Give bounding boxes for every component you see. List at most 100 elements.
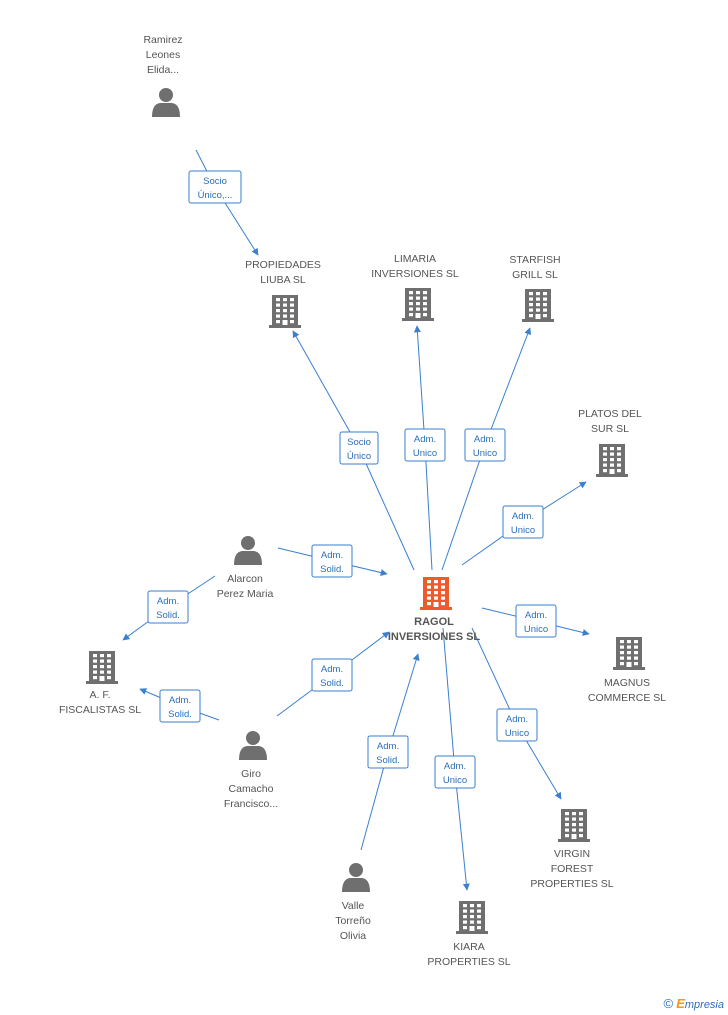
company-node[interactable]: PROPIEDADES LIUBA SL (245, 259, 321, 328)
edge-label-box (367, 735, 409, 769)
person-node[interactable]: GiroCamachoFrancisco... (224, 731, 278, 810)
center-label-line1: RAGOL (414, 616, 454, 628)
edge-label-text: Solid. (156, 610, 180, 621)
edge-label-text: Adm. (377, 741, 399, 752)
building-icon (613, 637, 645, 670)
relation-edge[interactable]: Adm. Unico (461, 481, 587, 566)
building-icon (456, 901, 488, 934)
relation-edge[interactable]: Adm. Unico (471, 627, 562, 800)
relation-edge[interactable]: Adm. Unico (441, 327, 532, 571)
relation-edge[interactable]: SocioÚnico,... (188, 149, 259, 256)
edge-label-text: Adm. (414, 434, 436, 445)
relation-edge[interactable]: Adm. Unico (404, 325, 446, 571)
brand-logo-letter: E (676, 996, 685, 1011)
node-label: Elida... (147, 64, 179, 76)
node-label: SUR SL (591, 423, 629, 435)
center-label-line2: INVERSIONES SL (388, 631, 481, 643)
node-label: PLATOS DEL (578, 408, 642, 420)
relation-edge[interactable]: Adm.Solid. (360, 653, 420, 851)
edge-label-text: Socio (347, 437, 371, 448)
copyright-icon: © (663, 996, 674, 1011)
node-label: FOREST (551, 863, 594, 875)
edge-label-text: Único,... (198, 190, 233, 201)
edge-label-box (515, 604, 557, 638)
edge-label-text: Solid. (320, 564, 344, 575)
building-icon (420, 577, 452, 610)
edge-label-text: Adm. (525, 610, 547, 621)
edge-label-box (502, 505, 544, 539)
edge-label-box (147, 590, 189, 624)
relation-edge[interactable]: Adm. Solid. (139, 688, 220, 723)
edge-label-box (339, 431, 379, 465)
edge-label-box (496, 708, 538, 742)
edge-label-text: Unico (505, 728, 529, 739)
edge-label-box (464, 428, 506, 462)
node-label: GRILL SL (512, 269, 558, 281)
edge-label-text: Único (347, 451, 371, 462)
edge-label-text: Solid. (168, 709, 192, 720)
company-node[interactable]: PLATOS DEL SUR SL (578, 408, 642, 477)
person-node[interactable]: RamirezLeonesElida... (143, 34, 183, 117)
node-label: PROPIEDADES (245, 259, 321, 271)
relation-edge[interactable]: Adm. Unico (434, 627, 476, 891)
node-label: Torreño (335, 915, 371, 927)
edge-label-text: Adm. (512, 511, 534, 522)
person-icon (152, 88, 180, 117)
edge-label-text: Adm. (157, 596, 179, 607)
relation-edge[interactable]: Adm.Unico (481, 604, 590, 638)
edge-label-text: Solid. (320, 678, 344, 689)
edge-label-box (311, 658, 353, 692)
edge-label-box (434, 755, 476, 789)
node-label: Giro (241, 768, 261, 780)
person-icon (342, 863, 370, 892)
edge-label-text: Adm. (321, 550, 343, 561)
building-icon (402, 288, 434, 321)
node-label: PROPERTIES SL (530, 878, 613, 890)
edge-label-box (311, 544, 353, 578)
node-label: VIRGIN (554, 848, 590, 860)
edge-label-text: Unico (413, 448, 437, 459)
node-label: Olivia (340, 930, 366, 942)
node-label: LIUBA SL (260, 274, 306, 286)
edge-label-text: Adm. (474, 434, 496, 445)
node-label: Ramirez (143, 34, 182, 46)
relation-edge[interactable]: Adm. Solid. (122, 575, 216, 641)
brand-logo-text: mpresia (684, 999, 724, 1011)
edge-label-box (159, 689, 201, 723)
edge-label-text: Unico (511, 525, 535, 536)
edge-label-box (404, 428, 446, 462)
node-label: Valle (342, 900, 365, 912)
person-icon (239, 731, 267, 760)
node-label: Alarcon (227, 573, 263, 585)
node-label: STARFISH (509, 254, 560, 266)
node-label: MAGNUS (604, 677, 650, 689)
edge-label-text: Adm. (444, 761, 466, 772)
building-icon (420, 577, 452, 610)
relation-edge[interactable]: Adm. Solid. (277, 544, 388, 578)
building-icon (522, 289, 554, 322)
node-label: KIARA (453, 941, 485, 953)
building-icon (596, 444, 628, 477)
edge-label-text: Unico (443, 775, 467, 786)
relation-edge[interactable]: Adm. Solid. (276, 631, 390, 717)
node-label: Leones (146, 49, 180, 61)
edge-label-text: Adm. (169, 695, 191, 706)
company-node[interactable]: STARFISH GRILL SL (509, 254, 561, 322)
company-node[interactable]: A. F.FISCALISTAS SL (59, 651, 141, 716)
company-node[interactable]: VIRGIN FOREST PROPERTIES SL (530, 809, 614, 890)
edges-layer: SocioÚnico,...SocioÚnicoAdm.UnicoAdm.Uni… (122, 149, 590, 891)
node-label: LIMARIA (394, 253, 436, 265)
edge-label-text: Adm. (321, 664, 343, 675)
building-icon (86, 651, 118, 684)
node-label: A. F. (89, 689, 110, 701)
center-company-node[interactable]: RAGOL INVERSIONES SL (388, 577, 481, 643)
person-icon (234, 536, 262, 565)
edge-label-text: Adm. (506, 714, 528, 725)
